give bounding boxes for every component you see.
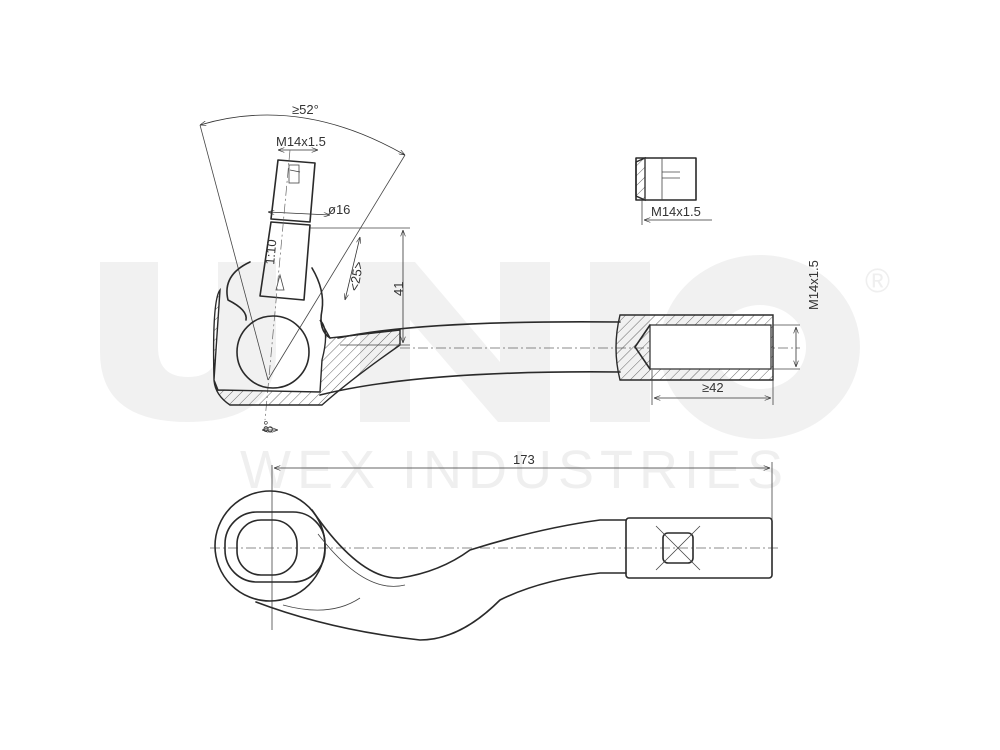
taper-label: 1:10 bbox=[262, 239, 279, 266]
nut-detail: M14x1.5 bbox=[635, 156, 712, 225]
watermark-subtitle: WEX INDUSTRIES bbox=[240, 440, 789, 500]
plan-view: 173 bbox=[210, 452, 780, 641]
diameter-label: ø16 bbox=[328, 202, 350, 217]
tilt-angle-label: 8° bbox=[260, 420, 276, 434]
angle-label: ≥52° bbox=[292, 102, 319, 117]
taper-length-label: <25> bbox=[346, 260, 366, 292]
thread-depth-label: ≥42 bbox=[702, 380, 724, 395]
stud-thread-label: M14x1.5 bbox=[276, 134, 326, 149]
nut-thread-label: M14x1.5 bbox=[651, 204, 701, 219]
height-label: 41 bbox=[391, 282, 406, 296]
registered-mark: ® bbox=[865, 262, 890, 300]
inner-thread-label: M14x1.5 bbox=[806, 260, 821, 310]
overall-length-label: 173 bbox=[513, 452, 535, 467]
sectional-view: ≥52° M14x1.5 ø16 1:10 <25> 41 bbox=[200, 102, 821, 433]
